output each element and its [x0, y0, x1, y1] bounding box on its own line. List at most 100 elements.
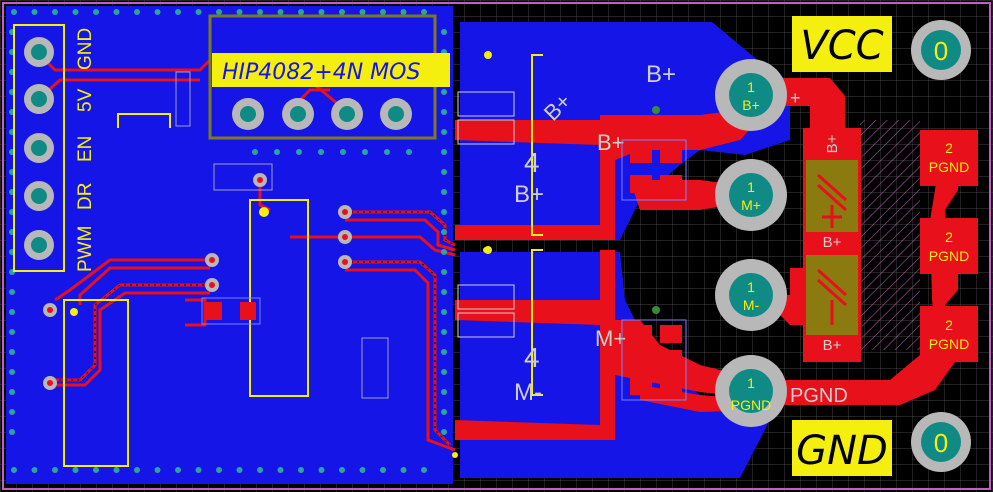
edge-via [11, 9, 17, 15]
edge-via [11, 467, 17, 473]
mount-hole-bottom-label: 0 [934, 428, 948, 458]
edge-via [441, 209, 447, 215]
header-pin-en[interactable] [24, 133, 54, 163]
top-fet-net: B+ [514, 181, 544, 208]
edge-via [362, 149, 368, 155]
terminal-m-plus-num: 1 [747, 179, 755, 195]
top-fet-bracket [531, 54, 543, 236]
edge-via [52, 9, 58, 15]
edge-via [252, 149, 258, 155]
edge-via [298, 9, 304, 15]
edge-via [421, 467, 427, 473]
header-pin-dr[interactable] [24, 181, 54, 211]
edge-via [441, 409, 447, 415]
edge-via [113, 467, 120, 473]
terminal-m-minus-num: 1 [747, 279, 755, 295]
header-silk-box [13, 24, 65, 272]
edge-via [93, 467, 99, 473]
edge-via [380, 9, 386, 15]
edge-via [9, 329, 15, 335]
gnd-label: GND [796, 428, 888, 474]
driver-pin-2[interactable] [282, 98, 314, 130]
driver-pin-3[interactable] [331, 98, 363, 130]
terminal-b-plus[interactable]: 1 B+ [715, 59, 787, 131]
terminal-pgnd-side-label: PGND [790, 385, 848, 407]
title-label-bg [212, 53, 450, 87]
mount-hole-top[interactable]: 0 [911, 20, 971, 80]
top-fet-number: 4 [524, 147, 540, 178]
lower-left-component [63, 299, 129, 467]
edge-via [384, 149, 390, 155]
driver-pin-4[interactable] [380, 98, 412, 130]
smd-pad-right [240, 302, 256, 320]
edge-via [359, 467, 366, 473]
header-pins [24, 37, 54, 260]
terminal-m-minus[interactable]: 1 M- [715, 259, 787, 331]
resistor-bottom-net: B+ [823, 337, 842, 354]
edge-via [277, 467, 284, 473]
terminal-pgnd[interactable]: 1 PGND [715, 355, 787, 427]
edge-via [9, 349, 15, 355]
edge-via [31, 9, 38, 15]
edge-via [441, 109, 447, 115]
edge-via [339, 9, 345, 15]
terminal-plus-sign: + [790, 88, 801, 108]
edge-via [9, 309, 15, 315]
edge-via [441, 429, 447, 435]
edge-via [441, 389, 447, 395]
edge-via [9, 289, 15, 295]
edge-via [257, 467, 263, 473]
header-label-en: EN [75, 136, 96, 162]
edge-via [72, 9, 79, 15]
edge-via [318, 467, 325, 473]
edge-via [134, 467, 140, 473]
edge-via [113, 9, 120, 15]
edge-via [274, 149, 280, 155]
resistor-mid-net: B+ [823, 234, 842, 251]
right-pgnd-pad-3[interactable]: 2 PGND [920, 306, 978, 362]
right-pgnd-pad-2[interactable]: 2 PGND [920, 218, 978, 274]
top-fet-pin1 [484, 51, 492, 59]
right-pgnd-pad-1[interactable]: 2 PGND [920, 130, 978, 186]
edge-via [154, 9, 161, 15]
edge-via [441, 269, 447, 275]
silk-bracket [117, 113, 171, 128]
vcc-label: VCC [800, 23, 883, 69]
edge-via [359, 9, 366, 15]
edge-via [441, 249, 447, 255]
bottom-fet-outline-b [457, 312, 515, 338]
edge-via [441, 229, 447, 235]
ic-side-vias [43, 173, 352, 390]
header-pin-gnd[interactable] [24, 37, 54, 67]
gnd-label-bg [792, 420, 892, 476]
edge-via [340, 149, 346, 155]
terminal-pgnd-num: 1 [747, 375, 755, 391]
driver-pin-1[interactable] [232, 98, 264, 130]
edge-via [9, 429, 15, 435]
edge-via [298, 467, 304, 473]
header-label-gnd: GND [75, 28, 96, 70]
bottom-fet-bracket [531, 249, 543, 396]
edge-via [441, 129, 447, 135]
header-pin-5v[interactable] [24, 84, 54, 114]
smd-part [201, 297, 261, 325]
resistor-markings [817, 173, 847, 325]
top-fet-pad-net: B+ [597, 130, 625, 155]
edge-via [296, 149, 302, 155]
terminal-m-plus[interactable]: 1 M+ [715, 159, 787, 231]
vcc-label-bg [792, 16, 892, 72]
header-pin-pwm[interactable] [24, 230, 54, 260]
board-title: HIP4082+4N MOS [222, 60, 420, 85]
edge-via [406, 149, 412, 155]
edge-via [236, 9, 243, 15]
edge-via [441, 149, 447, 155]
edge-via [154, 467, 161, 473]
edge-via [93, 9, 99, 15]
fet-vias [452, 106, 660, 458]
bottom-fet-net: M- [514, 379, 542, 406]
edge-via [380, 467, 386, 473]
edge-via [9, 369, 15, 375]
mount-hole-bottom[interactable]: 0 [911, 412, 971, 472]
keepout-hatch [860, 120, 920, 350]
